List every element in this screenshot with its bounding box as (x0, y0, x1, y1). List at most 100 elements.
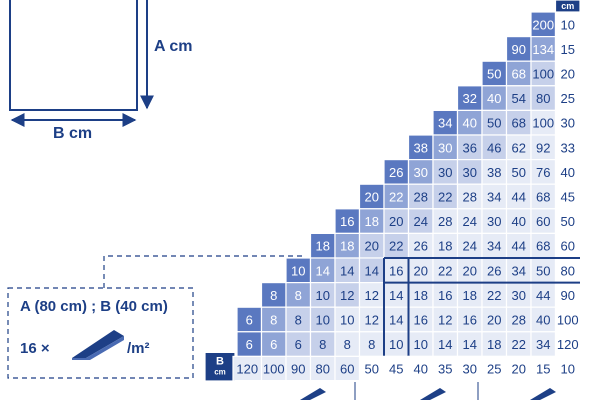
table-value: 22 (487, 288, 501, 303)
table-value: 20 (365, 190, 379, 205)
table-cell (530, 306, 557, 333)
b-axis-value: 20 (512, 362, 526, 377)
table-value: 22 (389, 239, 403, 254)
table-cell (481, 331, 508, 357)
b-axis-value: 35 (438, 362, 452, 377)
table-value: 18 (463, 288, 477, 303)
table-value: 50 (536, 263, 550, 278)
b-axis-cell (530, 355, 557, 382)
table-value: 68 (512, 67, 526, 82)
a-axis-value: 50 (561, 214, 575, 229)
table-value: 90 (512, 42, 526, 57)
b-axis-value: 10 (561, 362, 575, 377)
table-value: 62 (512, 140, 526, 155)
table-value: 30 (487, 214, 501, 229)
table-cell (432, 331, 459, 357)
table-value: 14 (316, 263, 330, 278)
table-value: 44 (536, 288, 550, 303)
b-corner-unit: cm (214, 367, 226, 376)
a-axis-cell (554, 85, 581, 112)
table-cell (358, 183, 385, 210)
table-value: 40 (487, 91, 501, 106)
cm-corner-cell (554, 0, 581, 13)
table-cell (481, 306, 508, 333)
table-value: 22 (389, 190, 403, 205)
table-value: 40 (512, 214, 526, 229)
a-axis-cell (554, 331, 581, 357)
table-value: 12 (340, 288, 354, 303)
b-corner-label: B (216, 355, 224, 367)
table-value: 10 (316, 313, 330, 328)
table-cell (481, 232, 508, 259)
table-cell (432, 257, 459, 284)
table-value: 8 (295, 313, 302, 328)
table-value: 16 (414, 313, 428, 328)
table-value: 24 (414, 214, 428, 229)
table-value: 26 (389, 165, 403, 180)
b-axis-value: 15 (536, 362, 550, 377)
table-value: 14 (365, 263, 379, 278)
table-value: 20 (414, 263, 428, 278)
table-value: 68 (536, 190, 550, 205)
table-value: 26 (414, 239, 428, 254)
table-value: 30 (438, 165, 452, 180)
table-cell (285, 257, 312, 284)
a-axis-value: 10 (561, 17, 575, 32)
table-value: 76 (536, 165, 550, 180)
table-value: 18 (438, 239, 452, 254)
table-value: 10 (291, 263, 305, 278)
table-value: 18 (487, 337, 501, 352)
a-axis-value: 90 (561, 288, 575, 303)
table-value: 12 (438, 313, 452, 328)
table-cell (309, 306, 336, 333)
example-dimensions-text: A (80 cm) ; B (40 cm) (20, 298, 168, 315)
table-cell (505, 134, 532, 161)
table-cell (456, 183, 483, 210)
b-axis-value: 100 (263, 362, 285, 377)
a-axis-value: 30 (561, 116, 575, 131)
table-value: 22 (438, 190, 452, 205)
table-cell (285, 306, 312, 333)
a-axis-value: 45 (561, 190, 575, 205)
table-value: 34 (438, 116, 452, 131)
table-value: 18 (365, 214, 379, 229)
table-value: 30 (463, 165, 477, 180)
a-axis-cell (554, 257, 581, 284)
b-corner-cell (204, 351, 236, 382)
table-value: 14 (389, 313, 403, 328)
table-cell (358, 257, 385, 284)
wedge-icon (72, 330, 124, 360)
table-cell (530, 183, 557, 210)
table-value: 44 (512, 190, 526, 205)
table-cell (530, 159, 557, 185)
table-value: 8 (368, 337, 375, 352)
table-cell (456, 331, 483, 357)
table-value: 92 (536, 140, 550, 155)
table-value: 40 (463, 116, 477, 131)
table-cell (407, 232, 434, 259)
table-value: 8 (270, 313, 277, 328)
a-axis-cell (554, 183, 581, 210)
a-axis-cell (554, 109, 581, 136)
a-axis-value: 15 (561, 42, 575, 57)
table-value: 28 (438, 214, 452, 229)
table-value: 44 (512, 239, 526, 254)
b-axis-value: 90 (291, 362, 305, 377)
a-axis-value: 80 (561, 263, 575, 278)
table-value: 134 (532, 42, 554, 57)
table-value: 8 (344, 337, 351, 352)
table-cell (530, 11, 557, 38)
table-value: 6 (270, 337, 277, 352)
table-value: 26 (487, 263, 501, 278)
table-cell (236, 331, 263, 357)
table-value: 50 (487, 67, 501, 82)
table-value: 34 (487, 239, 501, 254)
b-axis-value: 25 (487, 362, 501, 377)
table-value: 14 (340, 263, 354, 278)
table-value: 20 (365, 239, 379, 254)
b-axis-cell (456, 355, 483, 382)
table-value: 24 (463, 214, 477, 229)
cm-corner-label: cm (561, 1, 574, 11)
